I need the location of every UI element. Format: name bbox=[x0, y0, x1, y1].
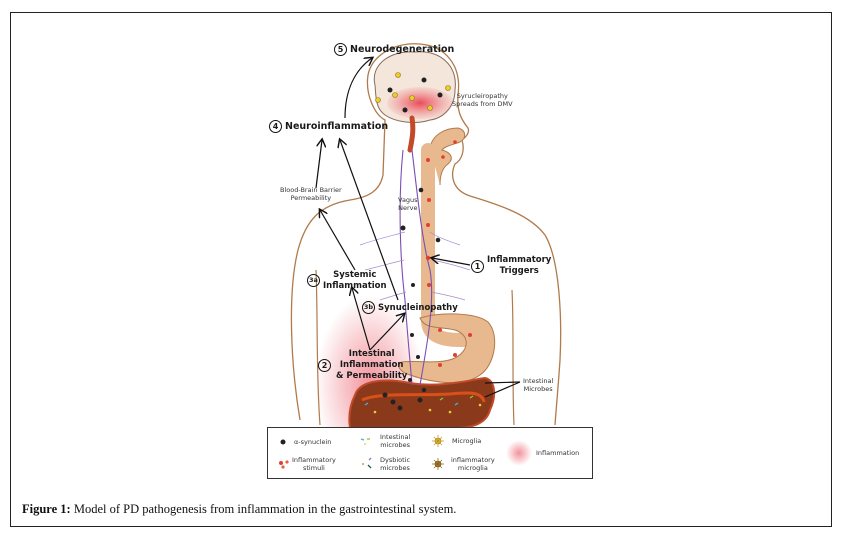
step-5-title: Neurodegeneration bbox=[350, 44, 455, 55]
step-1-title-line1: Inflammatory bbox=[487, 255, 552, 265]
legend-label: microglia bbox=[457, 463, 488, 472]
step-3b-number: 3b bbox=[362, 301, 375, 314]
microglia-icon bbox=[432, 435, 444, 447]
alpha-synuclein-dot-icon bbox=[280, 439, 286, 445]
step-2-title-line2: Inflammation bbox=[339, 360, 404, 370]
step-2-title-line1: Intestinal bbox=[348, 349, 395, 359]
inflammatory-stimuli-dots bbox=[425, 140, 472, 367]
step-1-label: 1 Inflammatory Triggers bbox=[471, 255, 551, 277]
arrow-microbes-2 bbox=[484, 381, 521, 398]
vagus-line2: Nerve bbox=[398, 204, 418, 212]
caption-text: Model of PD pathogenesis from inflammati… bbox=[70, 502, 457, 516]
body-outline bbox=[290, 43, 562, 426]
step-3a-title-line2: Inflammation bbox=[323, 281, 387, 291]
step-2-number: 2 bbox=[318, 359, 331, 372]
step-1-number: 1 bbox=[471, 260, 484, 273]
step-2-label: 2 Intestinal Inflammation & Permeability bbox=[318, 349, 407, 382]
vagus-nerve-right bbox=[411, 149, 433, 386]
legend-label: microbes bbox=[380, 440, 410, 449]
legend-label: Inflammatory bbox=[292, 456, 336, 464]
spread-line1: Syrucleiropathy bbox=[456, 92, 508, 100]
pathway-arrows bbox=[315, 58, 521, 398]
intestines bbox=[348, 376, 496, 429]
dysbiotic-microbes-icon bbox=[362, 457, 372, 469]
legend-microglia: Microglia bbox=[452, 437, 482, 446]
legend-alpha-synuclein: α-synuclein bbox=[294, 438, 332, 447]
vagus-branches bbox=[359, 231, 471, 301]
arrow-2-to-3b bbox=[369, 314, 404, 351]
arrow-3a-to-bbb bbox=[320, 210, 356, 271]
brain-inflammation bbox=[387, 87, 453, 119]
vagus-line1: Vagus bbox=[398, 196, 418, 204]
step-4-number: 4 bbox=[269, 120, 282, 133]
bbb-line1: Blood-Brain Barrier bbox=[280, 186, 342, 194]
mouth-cavity bbox=[429, 127, 466, 186]
legend-inflammation: Inflammation bbox=[536, 449, 580, 458]
intestinal-microbes-icon bbox=[360, 438, 370, 445]
bbb-permeability-label: Blood-Brain Barrier Permeability bbox=[280, 186, 342, 202]
step-3a-number: 3a bbox=[307, 274, 320, 287]
step-2-title-line3: & Permeability bbox=[336, 371, 408, 381]
alpha-synuclein-dots bbox=[382, 77, 443, 411]
microbes-line1: Intestinal bbox=[523, 377, 554, 385]
arrow-2-to-3a bbox=[352, 288, 371, 351]
arrow-bbb-to-4 bbox=[315, 140, 322, 189]
brainstem bbox=[407, 115, 416, 153]
bbb-line2: Permeability bbox=[290, 194, 332, 202]
intestinal-microbes-label: Intestinal Microbes bbox=[523, 377, 553, 393]
arrow-1-to-esophagus bbox=[432, 258, 471, 266]
legend-label: Inflammation bbox=[536, 449, 580, 457]
legend-label: Microglia bbox=[452, 437, 482, 445]
legend-label: inflammatory bbox=[451, 456, 495, 464]
step-3b-title: Synucleinopathy bbox=[378, 303, 458, 313]
figure-caption: Figure 1: Model of PD pathogenesis from … bbox=[22, 502, 456, 517]
arrow-microbes-1 bbox=[484, 381, 521, 384]
legend-label: Dysbiotic bbox=[380, 456, 411, 464]
step-1-title-line2: Triggers bbox=[499, 266, 539, 276]
microglia-stars bbox=[375, 72, 451, 111]
spread-line2: Spreads from DMV bbox=[452, 100, 513, 108]
microbes-line2: Microbes bbox=[523, 385, 553, 393]
step-3a-title-line1: Systemic bbox=[333, 270, 377, 280]
arrow-4-to-5 bbox=[344, 58, 372, 119]
gut-microbes bbox=[364, 395, 482, 414]
step-5-number: 5 bbox=[334, 43, 347, 56]
right-arm-outline bbox=[511, 289, 515, 426]
step-4-title: Neuroinflammation bbox=[285, 121, 389, 132]
vagus-nerve-left bbox=[399, 149, 413, 386]
legend-label: stimuli bbox=[303, 463, 325, 472]
inflammation-glow-icon bbox=[506, 440, 532, 466]
stomach bbox=[398, 313, 496, 384]
intestine-inner bbox=[361, 391, 486, 403]
caption-label: Figure 1: bbox=[22, 502, 71, 516]
legend-label: microbes bbox=[380, 463, 410, 472]
inflammatory-microglia-icon bbox=[432, 458, 444, 470]
legend-label: α-synuclein bbox=[294, 438, 332, 446]
arrow-3b-to-4 bbox=[340, 140, 399, 301]
legend-icons bbox=[279, 435, 532, 470]
inflammatory-stimuli-icon bbox=[279, 460, 289, 469]
vagus-nerve-label: Vagus Nerve bbox=[398, 196, 418, 212]
spread-from-dmv-label: Syrucleiropathy Spreads from DMV bbox=[452, 92, 513, 108]
left-arm-outline bbox=[315, 269, 321, 426]
legend-label: Intestinal bbox=[380, 433, 411, 441]
step-3a-label: 3a Systemic Inflammation bbox=[307, 270, 387, 292]
